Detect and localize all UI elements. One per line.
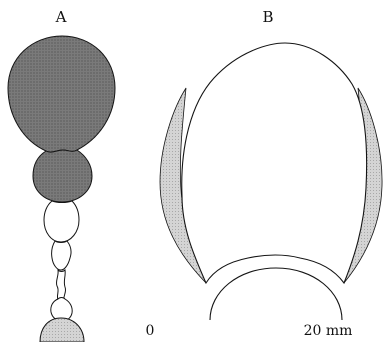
panel-a-small-dark-bulb [33, 150, 92, 202]
panel-a-white-bulb-2 [52, 241, 71, 270]
panel-b-outline [182, 43, 367, 283]
scale-end-label: 20 mm [304, 323, 353, 339]
panel-b-label: B [262, 8, 273, 26]
panel-a-bottom-bulb [40, 318, 84, 342]
panel-a-white-bulb-3 [51, 298, 72, 322]
scale-start-label: 0 [146, 323, 155, 339]
panel-a-neck [56, 270, 65, 300]
panel-a-drawing [8, 36, 115, 342]
panel-a-large-bulb [8, 36, 115, 152]
panel-a-white-bulb-1 [44, 201, 79, 242]
panel-b-lower-arc [210, 268, 342, 320]
panel-a-label: A [55, 8, 67, 26]
panel-b-drawing [160, 43, 382, 320]
